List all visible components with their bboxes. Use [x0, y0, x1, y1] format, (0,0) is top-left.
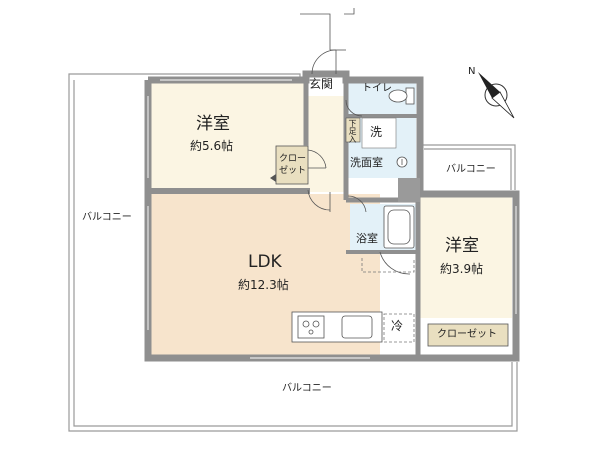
sink-icon — [396, 156, 408, 168]
ldk-name: LDK — [248, 252, 282, 272]
washroom-label: 洗面室 — [350, 156, 383, 169]
entrance-floor — [306, 74, 346, 96]
balcony-right-label: バルコニー — [446, 164, 496, 175]
western-room-2-name: 洋室 — [445, 236, 479, 256]
stove-icon — [297, 315, 325, 339]
washer-pan — [361, 117, 397, 149]
balcony-left-label: バルコニー — [82, 212, 132, 223]
closet-1-floor — [275, 145, 309, 185]
western-room-2-floor — [420, 194, 512, 318]
hallway-floor — [306, 92, 346, 192]
closet-2-floor — [427, 323, 509, 347]
balcony-bottom-label: バルコニー — [282, 383, 332, 394]
western-room-1-area: 約5.6帖 — [190, 139, 234, 153]
washer-label: 洗 — [370, 125, 383, 139]
closet-1-label-line1: クロー — [279, 154, 307, 164]
entrance-door — [300, 8, 355, 75]
closet-1-label-line2: ゼット — [279, 166, 307, 176]
compass-icon: N — [468, 66, 515, 119]
toilet-icon — [388, 87, 415, 105]
ldk-area: 約12.3帖 — [238, 278, 289, 292]
bathroom-label: 浴室 — [356, 232, 378, 245]
pipe-shaft — [398, 178, 420, 202]
balcony-outline — [68, 73, 518, 432]
interior-doors — [307, 99, 411, 275]
entrance-label: 玄関 — [309, 77, 334, 91]
closet-arrow — [270, 174, 276, 182]
window-lines — [147, 79, 517, 359]
floor-markers — [361, 258, 415, 343]
closet-2-label: クローゼット — [437, 329, 497, 340]
kitchen-counter — [291, 311, 383, 343]
shoe-box — [345, 117, 361, 143]
walls — [144, 70, 520, 362]
kitchen-sink-icon — [341, 315, 373, 339]
svg-text:N: N — [468, 66, 475, 77]
toilet-label: トイレ — [362, 83, 392, 94]
western-room-1-name: 洋室 — [196, 114, 230, 134]
western-room-2-area: 約3.9帖 — [440, 262, 484, 276]
shoe-box-label: 下足入 — [348, 119, 357, 143]
bathtub-icon — [383, 205, 415, 249]
fridge-label: 冷 — [391, 319, 404, 333]
